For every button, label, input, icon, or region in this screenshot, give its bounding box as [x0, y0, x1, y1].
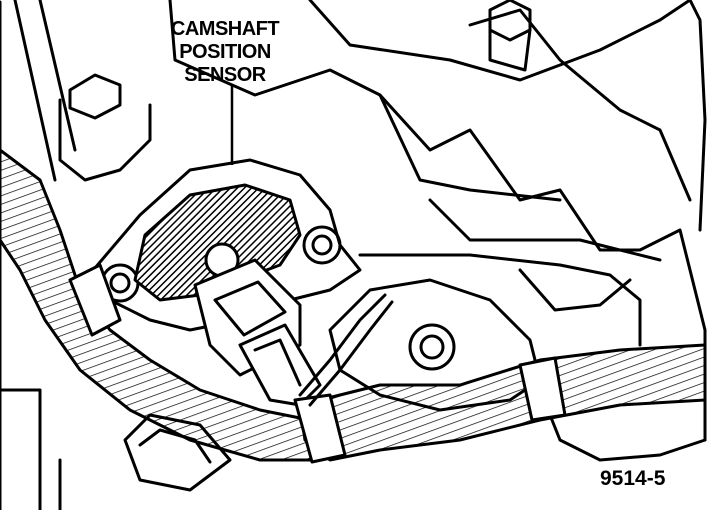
callout-line-1: CAMSHAFT	[170, 18, 280, 40]
right-bracket	[518, 268, 632, 312]
harness-band-3	[68, 263, 122, 337]
bracket-bolt-right	[302, 225, 342, 265]
cover-panel	[378, 93, 562, 202]
boss-nut	[408, 323, 456, 371]
bolt-upper-left	[68, 73, 122, 120]
cover-housing	[168, 0, 707, 442]
sensor-bracket	[93, 158, 362, 332]
housing-lower-edge	[358, 253, 642, 347]
frame-rail-1	[13, 0, 57, 182]
bolt-upper-right	[488, 0, 532, 42]
harness-band-2	[518, 356, 567, 422]
callout-line-2: POSITION	[179, 41, 271, 63]
callout-line-3: SENSOR	[184, 64, 266, 86]
wire-harness-right	[298, 343, 707, 462]
cover-right-edge	[688, 0, 707, 232]
frame-rail-2	[38, 0, 77, 152]
harness-clip	[123, 413, 232, 492]
cover-lower-lip	[428, 198, 662, 262]
cover-fin	[468, 8, 692, 202]
frame-corner-lower	[0, 388, 42, 510]
cover-top-ridge	[308, 0, 692, 82]
figure-number: 9514-5	[600, 467, 666, 490]
sensor-wire-lead	[298, 293, 387, 397]
